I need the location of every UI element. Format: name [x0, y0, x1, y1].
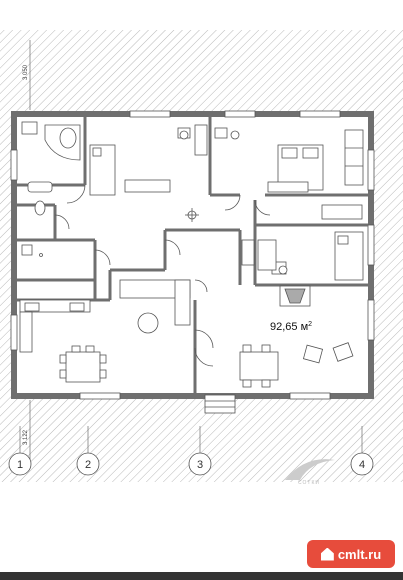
area-label: 92,65 м2 [270, 321, 312, 333]
watermark-text: СОТКИ [298, 480, 320, 486]
bathroom-fixtures [21, 121, 81, 257]
badge-text: cmlt.ru [337, 546, 382, 562]
windows [10, 110, 375, 400]
site-badge[interactable]: cmlt.ru [307, 540, 395, 568]
watermark-logo: СОТКИ [285, 459, 335, 486]
dimension-bottom: 3 122 [23, 429, 29, 445]
kitchen-furniture [19, 299, 107, 383]
hall-fixtures [185, 208, 255, 266]
bedroom-1-furniture [89, 124, 208, 196]
living-furniture [119, 279, 354, 414]
house-icon [320, 547, 334, 561]
axis-3: 3 [197, 459, 203, 471]
bedroom-2-furniture [214, 127, 364, 193]
axis-4: 4 [359, 459, 365, 471]
doors [54, 184, 271, 367]
bedroom-3-furniture [257, 204, 364, 281]
axis-1: 1 [17, 459, 23, 471]
axis-2: 2 [85, 459, 91, 471]
bottom-strip [0, 572, 403, 580]
dimension-top: 3 050 [23, 64, 29, 80]
axis-markers [8, 452, 374, 476]
